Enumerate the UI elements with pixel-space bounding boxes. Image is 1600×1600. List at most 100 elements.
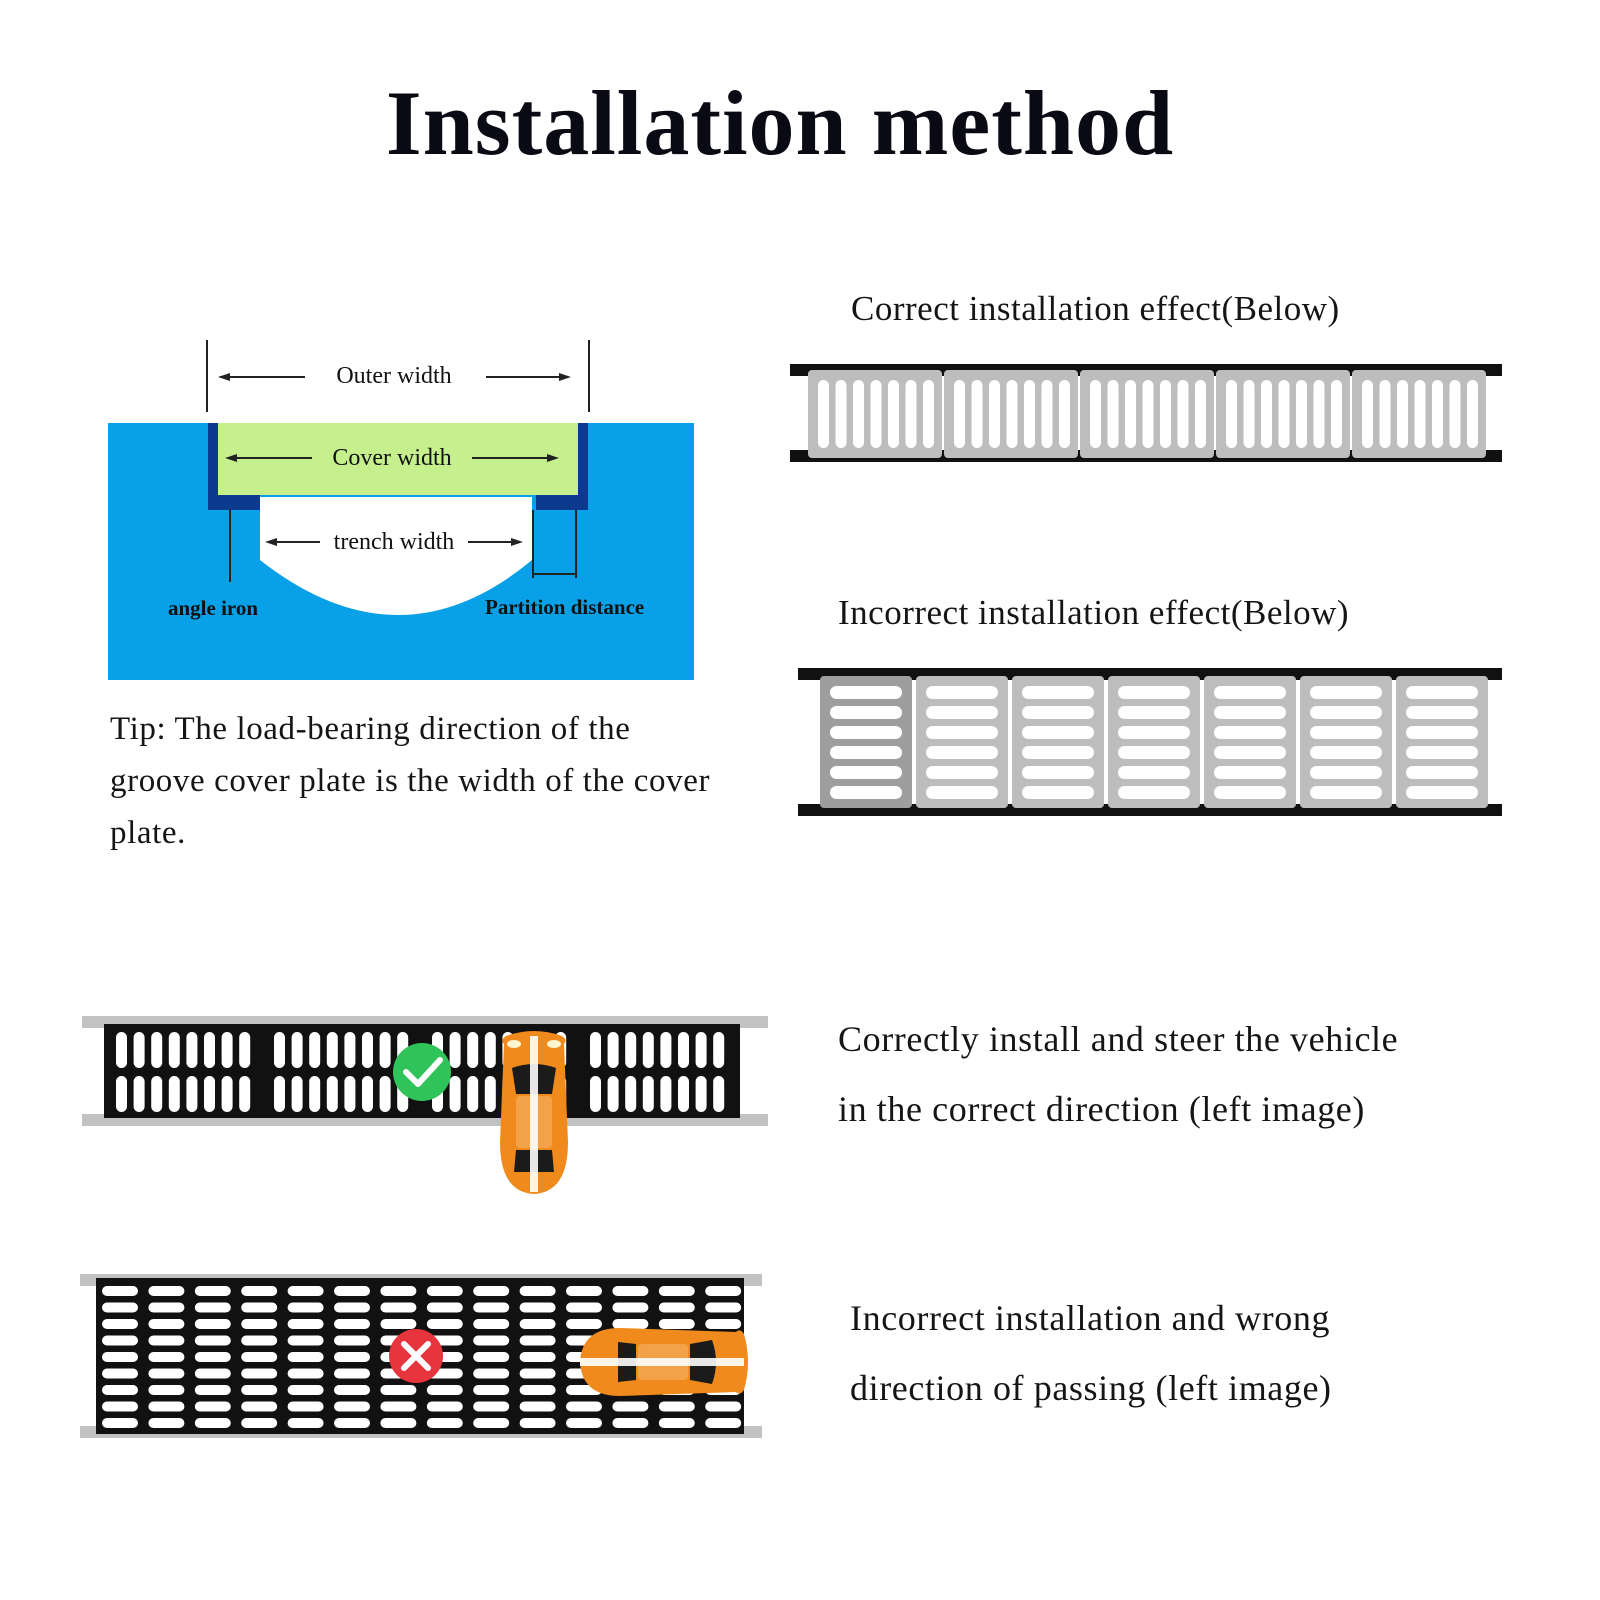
trench-width-label: trench width [334, 529, 455, 555]
grate-slot [612, 1401, 649, 1412]
grate-slot [705, 1319, 742, 1329]
grate-slot [148, 1401, 185, 1412]
grate-slot [380, 1418, 417, 1428]
caption-line: direction of passing (left image) [850, 1368, 1332, 1408]
grate-panel [1204, 676, 1296, 808]
grate-slot [830, 746, 902, 759]
grate-slot [1214, 786, 1286, 799]
tip-text: Tip: The load-bearing direction of the g… [110, 711, 711, 851]
grate-slot [1142, 380, 1154, 448]
grate-slot [1022, 786, 1094, 799]
grate-slot [168, 1076, 180, 1112]
grate-slot [102, 1385, 138, 1395]
grate-panels [820, 676, 1488, 808]
grate-slot [204, 1032, 215, 1068]
grate-slot [519, 1418, 556, 1428]
correct-direction-image [82, 1016, 768, 1194]
grate-slot [1090, 380, 1101, 448]
grate-panel [916, 676, 1008, 808]
grate-slot [151, 1032, 163, 1068]
trench-cavity [260, 497, 532, 615]
grate-slot [1379, 380, 1391, 448]
grate-slot [566, 1418, 602, 1428]
grate-slot [102, 1418, 138, 1428]
grate-panel [944, 370, 1078, 458]
grate-slot [344, 1076, 356, 1112]
grate-slot [426, 1286, 463, 1296]
grate-slot [148, 1319, 185, 1329]
grate-slot [116, 1032, 127, 1068]
grate-slot [705, 1401, 742, 1412]
grate-slot [1406, 746, 1478, 759]
grate-slot [642, 1076, 654, 1112]
grate-slot [566, 1302, 602, 1313]
grate-slot [1310, 686, 1382, 699]
grate-slot [1310, 766, 1382, 779]
grate-slot [607, 1076, 619, 1112]
grate-slot [1406, 786, 1478, 799]
grate-slot [705, 1418, 742, 1428]
grate-slot [102, 1352, 138, 1362]
grate-slot [1310, 706, 1382, 719]
grate-slot [241, 1302, 278, 1313]
grate-slot [291, 1076, 303, 1112]
grate-slot [590, 1032, 601, 1068]
grate-slot [1310, 726, 1382, 739]
grate-slot [426, 1401, 463, 1412]
grate-slot [818, 380, 829, 448]
grate-slot [133, 1076, 145, 1112]
grate-slot [519, 1368, 556, 1379]
grate-slot [287, 1401, 324, 1412]
partition-distance-label: Partition distance [485, 595, 644, 619]
grate-slot [1118, 746, 1190, 759]
grate-slot [1310, 786, 1382, 799]
grate-slot [1406, 766, 1478, 779]
grate-slot [1313, 380, 1325, 448]
grate-slot [239, 1076, 251, 1112]
grate-slot [287, 1302, 324, 1313]
grate-slot [853, 380, 864, 448]
grate-slot [467, 1076, 479, 1112]
grate-slot [287, 1352, 324, 1362]
grate-slot [1022, 766, 1094, 779]
grate-slot [241, 1401, 278, 1412]
grate-slot [326, 1032, 338, 1068]
grate-slot [658, 1302, 695, 1313]
grate-slot [362, 1076, 373, 1112]
grate-slot [1006, 380, 1018, 448]
grate-panel [1108, 676, 1200, 808]
grate-slot [334, 1286, 370, 1296]
grate-slot [658, 1319, 695, 1329]
grate-slot [607, 1032, 619, 1068]
grate-slot [1432, 380, 1443, 448]
grate-slot [194, 1319, 231, 1329]
grate-slot [1362, 380, 1373, 448]
grate-panel [1012, 676, 1104, 808]
grate-slot [148, 1368, 185, 1379]
grate-slot [1022, 686, 1094, 699]
grate-slot [1195, 380, 1206, 448]
correct-installation-heading: Correct installation effect(Below) [851, 289, 1340, 328]
grate-slots [102, 1286, 742, 1428]
grate-slot [102, 1401, 138, 1412]
caption-line: Incorrect installation and wrong [850, 1298, 1331, 1338]
grate-slot [380, 1286, 417, 1296]
grate-slot [1406, 686, 1478, 699]
grate-slot [194, 1418, 231, 1428]
grate-slot [625, 1032, 637, 1068]
grate-panels [808, 370, 1486, 458]
grate-slot [484, 1032, 496, 1068]
grate-slot [473, 1302, 510, 1313]
grate-slot [379, 1032, 391, 1068]
grate-slot [102, 1286, 138, 1296]
grate-slot [287, 1368, 324, 1379]
grate-slot [148, 1286, 185, 1296]
grate-slot [519, 1302, 556, 1313]
grate-slot [1226, 380, 1237, 448]
grate-slot [678, 1076, 689, 1112]
grate-slot [148, 1352, 185, 1362]
car-icon [500, 1031, 568, 1194]
grate-slot [625, 1076, 637, 1112]
grate-slot [519, 1286, 556, 1296]
grate-slot [380, 1385, 417, 1395]
